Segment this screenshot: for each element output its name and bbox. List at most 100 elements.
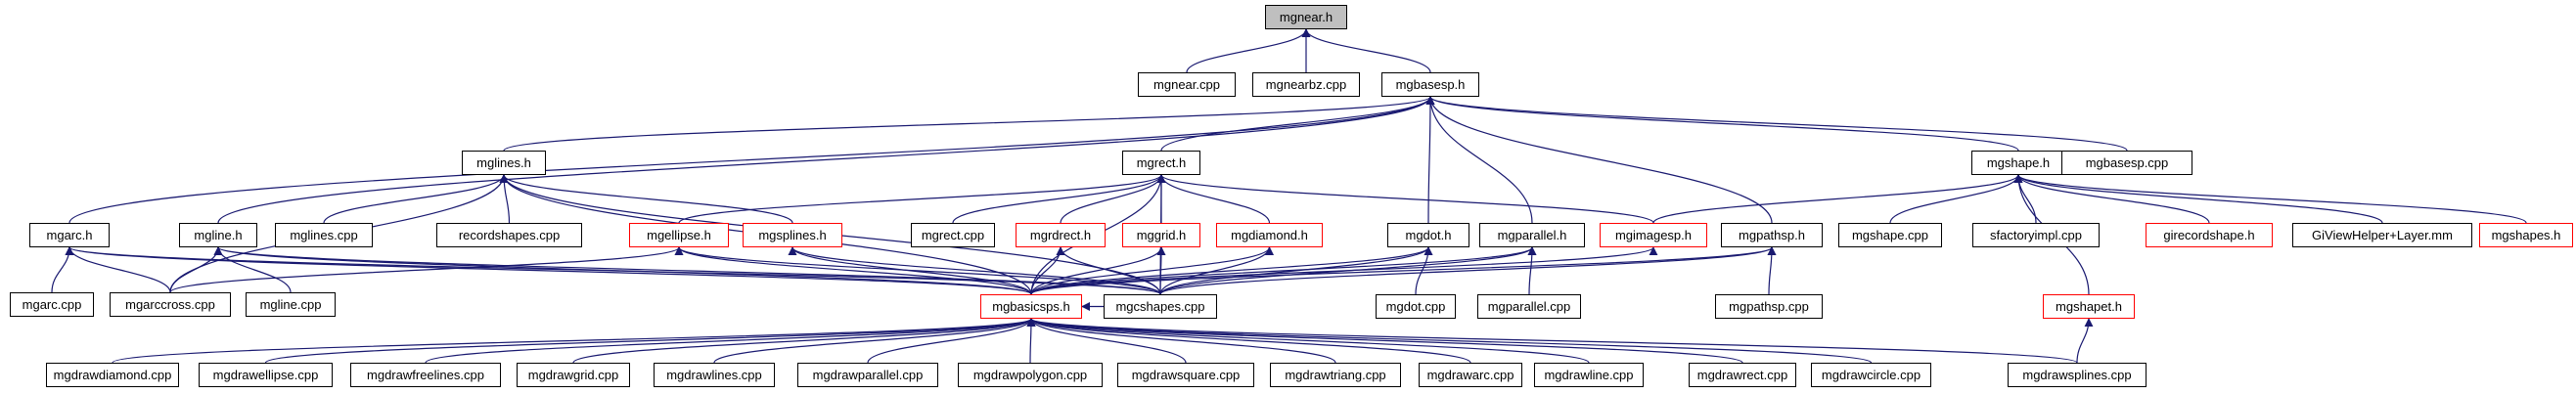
edge-mgarc_h-mgarccross_cpp — [65, 246, 171, 293]
edge-mgshape_h-giviewhelper_layer_mm — [2013, 174, 2383, 224]
edge-mgshape_h-mgshapes_h — [2013, 174, 2527, 224]
edge-mgline_h-mgbasicsps_h — [213, 246, 1032, 295]
node-mgdrawline-cpp[interactable]: mgdrawline.cpp — [1534, 363, 1644, 387]
node-mgdrawcircle-cpp[interactable]: mgdrawcircle.cpp — [1811, 363, 1931, 387]
node-mggrid-h[interactable]: mggrid.h — [1122, 223, 1200, 247]
edge-mgellipse_h-mgarccross_cpp — [169, 246, 684, 293]
edge-mgbasicsps_h-mgdrawtriang_cpp — [1026, 318, 1336, 364]
edge-mgbasesp_h-mgdot_h — [1425, 96, 1435, 224]
edge-mgellipse_h-mgcshapes_cpp — [674, 246, 1161, 295]
node-mgline-h[interactable]: mgline.h — [179, 223, 257, 247]
node-mgbasesp-cpp[interactable]: mgbasesp.cpp — [2061, 151, 2192, 175]
edge-mgbasicsps_h-mgdrawcircle_cpp — [1026, 318, 1873, 364]
node-mgnearbz-cpp[interactable]: mgnearbz.cpp — [1252, 72, 1360, 97]
node-mgdrawtriang-cpp[interactable]: mgdrawtriang.cpp — [1270, 363, 1401, 387]
edge-mgshape_h-mgimagesp_h — [1652, 174, 2023, 224]
edge-mgbasesp_h-mgrect_h — [1160, 96, 1435, 152]
node-mgrect-cpp[interactable]: mgrect.cpp — [911, 223, 995, 247]
edge-mgbasicsps_h-mgdrawrect_cpp — [1026, 318, 1743, 364]
node-mgsplines-h[interactable]: mgsplines.h — [743, 223, 842, 247]
node-mgpathsp-h[interactable]: mgpathsp.h — [1721, 223, 1823, 247]
edge-mgrdrect_h-mgcshapes_cpp — [1056, 246, 1161, 295]
node-mgdrawarc-cpp[interactable]: mgdrawarc.cpp — [1419, 363, 1522, 387]
node-mgbasesp-h[interactable]: mgbasesp.h — [1381, 72, 1479, 97]
edge-mgshape_h-girecordshape_h — [2013, 174, 2210, 224]
node-mgarc-cpp[interactable]: mgarc.cpp — [10, 292, 94, 317]
edge-mgbasesp_h-mgparallel_h — [1425, 96, 1533, 224]
edge-mgrect_h-mgellipse_h — [678, 174, 1166, 224]
node-mgdrawfreelines-cpp[interactable]: mgdrawfreelines.cpp — [350, 363, 501, 387]
edge-mgbasicsps_h-mgdrawline_cpp — [1026, 318, 1590, 364]
edge-mglines_h-mgsplines_h — [499, 174, 793, 224]
node-mgbasicsps-h[interactable]: mgbasicsps.h — [980, 294, 1082, 319]
edge-mgbasesp_h-mglines_h — [503, 96, 1435, 152]
node-mgdrawellipse-cpp[interactable]: mgdrawellipse.cpp — [199, 363, 333, 387]
node-mgnear-cpp[interactable]: mgnear.cpp — [1138, 72, 1236, 97]
edge-mgellipse_h-mgbasicsps_h — [674, 246, 1032, 295]
edge-mgparallel_h-mgbasicsps_h — [1030, 246, 1537, 295]
edge-mggrid_h-mgbasicsps_h — [1030, 246, 1166, 295]
node-mgline-cpp[interactable]: mgline.cpp — [246, 292, 336, 317]
node-mgdot-cpp[interactable]: mgdot.cpp — [1376, 294, 1456, 319]
node-mgnear-h[interactable]: mgnear.h — [1265, 5, 1347, 29]
node-mgrdrect-h[interactable]: mgrdrect.h — [1016, 223, 1106, 247]
edge-mgbasicsps_h-mgdrawfreelines_cpp — [425, 318, 1036, 364]
edge-mgnear_h-mgbasesp_h — [1301, 28, 1431, 73]
node-mgdrawdiamond-cpp[interactable]: mgdrawdiamond.cpp — [46, 363, 179, 387]
node-mglines-cpp[interactable]: mglines.cpp — [275, 223, 373, 247]
edge-mgbasicsps_h-mgdrawarc_cpp — [1026, 318, 1471, 364]
edge-mgpathsp_h-mgpathsp_cpp — [1767, 246, 1777, 295]
node-mgpathsp-cpp[interactable]: mgpathsp.cpp — [1715, 294, 1823, 319]
node-girecordshape-h[interactable]: girecordshape.h — [2146, 223, 2273, 247]
node-mgarccross-cpp[interactable]: mgarccross.cpp — [110, 292, 231, 317]
node-giviewhelper-layer-mm[interactable]: GiViewHelper+Layer.mm — [2292, 223, 2472, 247]
edge-mgdiamond_h-mgbasicsps_h — [1030, 246, 1274, 295]
edge-mgdot_h-mgcshapes_cpp — [1159, 246, 1433, 295]
node-mglines-h[interactable]: mglines.h — [462, 151, 546, 175]
edge-mgarc_h-mgarc_cpp — [51, 246, 74, 293]
edge-mgbasicsps_h-mgdrawpolygon_cpp — [1026, 318, 1036, 364]
node-sfactoryimpl-cpp[interactable]: sfactoryimpl.cpp — [1972, 223, 2100, 247]
node-mgdrawrect-cpp[interactable]: mgdrawrect.cpp — [1689, 363, 1796, 387]
edge-mgimagesp_h-mgbasicsps_h — [1030, 246, 1658, 295]
node-mgimagesp-h[interactable]: mgimagesp.h — [1600, 223, 1707, 247]
node-mgshapes-h[interactable]: mgshapes.h — [2479, 223, 2573, 247]
node-mgrect-h[interactable]: mgrect.h — [1122, 151, 1200, 175]
node-mgdrawsquare-cpp[interactable]: mgdrawsquare.cpp — [1117, 363, 1254, 387]
node-mgshape-h[interactable]: mgshape.h — [1971, 151, 2065, 175]
edge-mgshape_h-mgshape_cpp — [1889, 174, 2023, 224]
node-mgarc-h[interactable]: mgarc.h — [29, 223, 110, 247]
edge-mgdot_h-mgbasicsps_h — [1030, 246, 1433, 295]
node-mgellipse-h[interactable]: mgellipse.h — [629, 223, 729, 247]
edge-mgbasicsps_h-mgdrawlines_cpp — [713, 318, 1036, 364]
edge-mgnear_h-mgnear_cpp — [1186, 28, 1311, 73]
node-mgdrawparallel-cpp[interactable]: mgdrawparallel.cpp — [797, 363, 938, 387]
edge-mgbasesp_h-mgpathsp_h — [1425, 96, 1773, 224]
edge-mgbasesp_h-mgarc_h — [68, 96, 1435, 224]
edge-mgrect_h-mgdiamond_h — [1156, 174, 1271, 224]
edge-mggrid_h-mgcshapes_cpp — [1156, 246, 1166, 295]
node-recordshapes-cpp[interactable]: recordshapes.cpp — [436, 223, 582, 247]
node-mgshapet-h[interactable]: mgshapet.h — [2043, 294, 2135, 319]
node-mgparallel-h[interactable]: mgparallel.h — [1479, 223, 1585, 247]
edge-mgbasesp_h-mgbasesp_cpp — [1425, 96, 2128, 152]
node-mgcshapes-cpp[interactable]: mgcshapes.cpp — [1104, 294, 1217, 319]
edge-mgdiamond_h-mgcshapes_cpp — [1159, 246, 1274, 295]
edge-mgline_h-mgcshapes_cpp — [213, 246, 1161, 295]
edge-mgpathsp_h-mgcshapes_cpp — [1159, 246, 1777, 295]
node-mgdiamond-h[interactable]: mgdiamond.h — [1216, 223, 1323, 247]
node-mgdrawlines-cpp[interactable]: mgdrawlines.cpp — [654, 363, 775, 387]
edge-mgarc_h-mgbasicsps_h — [65, 246, 1032, 295]
edge-mgpathsp_h-mgbasicsps_h — [1030, 246, 1777, 295]
node-mgdrawpolygon-cpp[interactable]: mgdrawpolygon.cpp — [958, 363, 1103, 387]
edge-mgbasicsps_h-mgdrawparallel_cpp — [867, 318, 1036, 364]
node-mgparallel-cpp[interactable]: mgparallel.cpp — [1477, 294, 1581, 319]
node-mgdrawsplines-cpp[interactable]: mgdrawsplines.cpp — [2008, 363, 2147, 387]
node-mgdot-h[interactable]: mgdot.h — [1387, 223, 1469, 247]
node-mgshape-cpp[interactable]: mgshape.cpp — [1838, 223, 1942, 247]
edge-mglines_h-mglines_cpp — [323, 174, 509, 224]
edge-mgbasesp_h-mgshape_h — [1425, 96, 2019, 152]
node-mgdrawgrid-cpp[interactable]: mgdrawgrid.cpp — [517, 363, 630, 387]
